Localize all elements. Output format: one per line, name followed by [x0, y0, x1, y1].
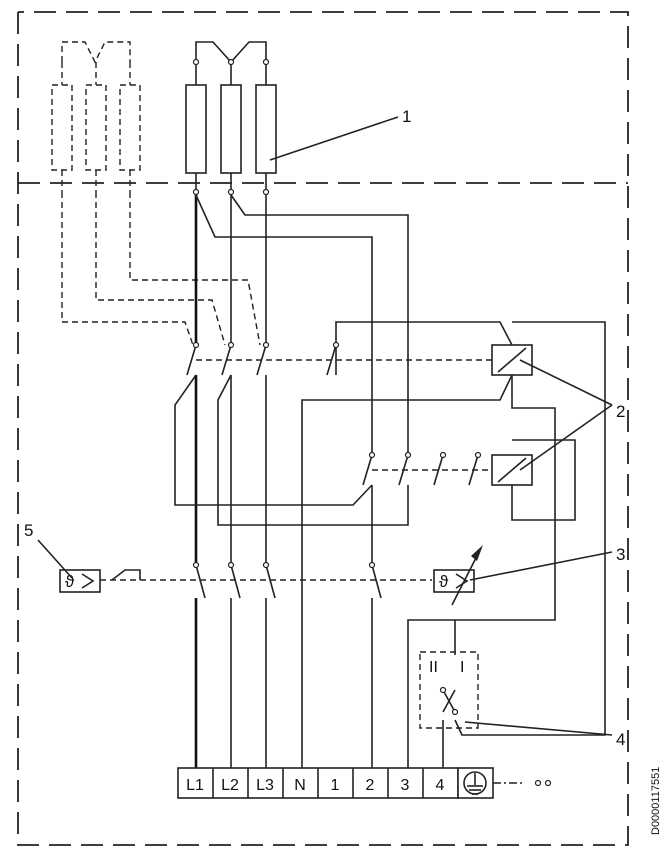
- terminal-label-3: 3: [401, 777, 410, 794]
- optional-heater-group: [51, 41, 261, 346]
- phase-wiring: [174, 192, 606, 768]
- thermal-limiter-left: ϑ: [59, 569, 101, 593]
- terminal-label-l3: L3: [256, 777, 274, 794]
- terminal-label-1: 1: [331, 777, 340, 794]
- callout-5: 5: [24, 521, 33, 540]
- switch-label-two: II: [429, 659, 438, 676]
- callout-2: 2: [616, 402, 625, 421]
- contactor-switches: [186, 344, 500, 486]
- ground-icon: [463, 771, 552, 795]
- selector-switch: [419, 651, 479, 729]
- svg-text:ϑ: ϑ: [65, 572, 75, 591]
- junction-dots: [192, 58, 482, 716]
- outer-dashed-frame: [17, 11, 629, 846]
- contactor-relay-2: [491, 454, 533, 486]
- callout-leaders: [37, 116, 613, 736]
- callout-4: 4: [616, 730, 625, 749]
- terminal-label-l1: L1: [186, 777, 204, 794]
- document-id: D0000117551: [650, 767, 662, 835]
- callout-3: 3: [616, 545, 625, 564]
- safety-cutout-switches: [100, 564, 432, 599]
- temperature-controller: ϑ: [433, 545, 483, 606]
- terminal-label-l2: L2: [221, 777, 239, 794]
- terminal-label-2: 2: [366, 777, 375, 794]
- switch-label-one: I: [460, 659, 464, 676]
- callout-1: 1: [402, 107, 411, 126]
- terminal-label-n: N: [294, 777, 306, 794]
- terminal-label-4: 4: [436, 777, 445, 794]
- svg-text:ϑ: ϑ: [439, 572, 449, 591]
- contactor-relay-1: [491, 344, 533, 376]
